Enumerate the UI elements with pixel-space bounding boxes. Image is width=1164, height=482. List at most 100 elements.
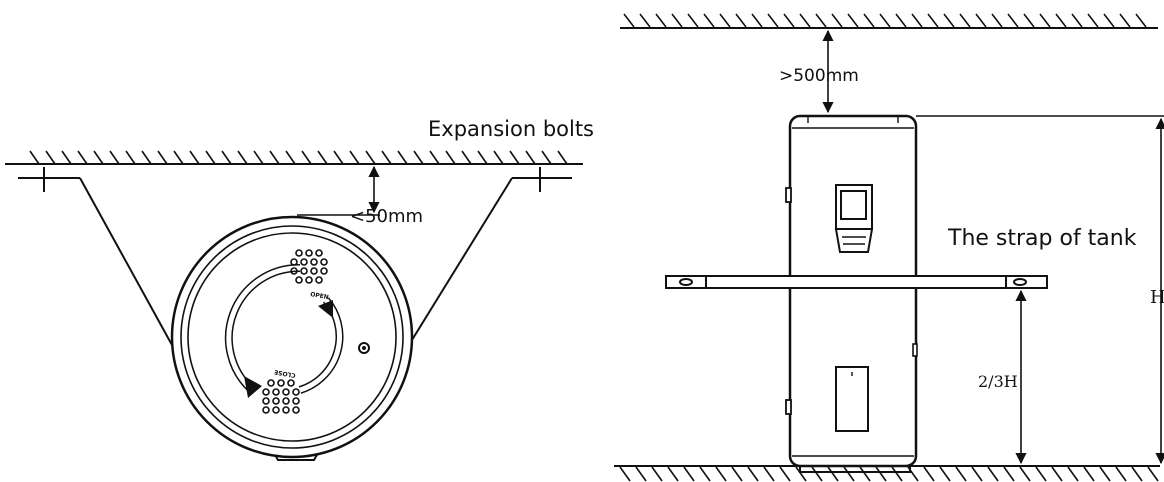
hatch-mark — [927, 13, 939, 28]
hatch-mark — [45, 150, 56, 165]
vent-hole — [272, 397, 280, 405]
hatch-mark — [141, 150, 152, 165]
hatch-mark — [1087, 13, 1099, 28]
vent-hole — [282, 397, 290, 405]
hatch-mark — [863, 13, 875, 28]
hatch-mark — [811, 466, 823, 482]
vent-hole — [310, 267, 318, 275]
hatch-mark — [639, 13, 651, 28]
hatch-mark — [125, 150, 136, 165]
hatch-mark — [237, 150, 248, 165]
hatch-mark — [349, 150, 360, 165]
hatch-mark — [301, 150, 312, 165]
hatch-mark — [413, 150, 424, 165]
hatch-mark — [847, 13, 859, 28]
vent-hole — [290, 258, 298, 266]
right-view: >500mm — [614, 13, 1164, 482]
hatch-mark — [667, 466, 679, 482]
hatch-mark — [365, 150, 376, 165]
hatch-mark — [779, 466, 791, 482]
hatch-mark — [683, 466, 695, 482]
hatch-mark — [1019, 466, 1031, 482]
hatch-mark — [1083, 466, 1095, 482]
clearance-label: <50mm — [350, 206, 423, 227]
hatch-mark — [29, 150, 40, 165]
vent-hole — [305, 276, 313, 284]
hatch-mark — [687, 13, 699, 28]
hatch-mark — [783, 13, 795, 28]
hatch-mark — [157, 150, 168, 165]
vent-hole — [292, 406, 300, 414]
right-ceiling — [620, 13, 1158, 29]
hatch-mark — [1039, 13, 1051, 28]
hatch-mark — [61, 150, 72, 165]
hatch-mark — [751, 13, 763, 28]
hatch-mark — [317, 150, 328, 165]
tank-close-label: CLOSE — [274, 368, 296, 379]
hatch-mark — [843, 466, 855, 482]
vent-hole — [315, 276, 323, 284]
vent-hole — [267, 379, 275, 387]
vent-hole — [287, 379, 295, 387]
hatch-mark — [1115, 466, 1127, 482]
vent-hole — [320, 267, 328, 275]
hatch-mark — [285, 150, 296, 165]
hatch-mark — [109, 150, 120, 165]
hatch-mark — [221, 150, 232, 165]
hatch-mark — [955, 466, 967, 482]
hatch-mark — [619, 466, 631, 482]
hatch-mark — [943, 13, 955, 28]
vent-hole — [272, 406, 280, 414]
hatch-mark — [731, 466, 743, 482]
hatch-mark — [875, 466, 887, 482]
vent-hole — [262, 397, 270, 405]
vent-hole — [300, 258, 308, 266]
hatch-mark — [429, 150, 440, 165]
tank-strap — [665, 275, 1048, 289]
hatch-mark — [987, 466, 999, 482]
vent-hole — [295, 276, 303, 284]
hatch-mark — [975, 13, 987, 28]
hatch-mark — [671, 13, 683, 28]
hatch-mark — [493, 150, 504, 165]
hatch-mark — [461, 150, 472, 165]
top-clearance-label: >500mm — [779, 66, 859, 86]
hatch-mark — [1055, 13, 1067, 28]
hatch-mark — [1007, 13, 1019, 28]
hatch-mark — [477, 150, 488, 165]
height-label: H — [1150, 287, 1164, 308]
hatch-mark — [1003, 466, 1015, 482]
hatch-mark — [859, 466, 871, 482]
hatch-mark — [1035, 466, 1047, 482]
hatch-mark — [1119, 13, 1131, 28]
hatch-mark — [1135, 13, 1147, 28]
hatch-mark — [253, 150, 264, 165]
hatch-mark — [1099, 466, 1111, 482]
hatch-mark — [173, 150, 184, 165]
tank-end-view — [170, 215, 414, 461]
hatch-mark — [895, 13, 907, 28]
hatch-mark — [939, 466, 951, 482]
tank-body — [785, 114, 918, 473]
hatch-mark — [333, 150, 344, 165]
hatch-mark — [397, 150, 408, 165]
strap-label: The strap of tank — [947, 226, 1137, 251]
hatch-mark — [959, 13, 971, 28]
hatch-mark — [923, 466, 935, 482]
hatch-mark — [827, 466, 839, 482]
clearance-dimension — [297, 165, 380, 216]
vent-hole — [277, 379, 285, 387]
left-ceiling — [5, 150, 583, 165]
hatch-mark — [525, 150, 536, 165]
hatch-mark — [911, 13, 923, 28]
vent-hole — [295, 249, 303, 257]
hatch-mark — [795, 466, 807, 482]
hatch-mark — [1131, 466, 1143, 482]
hatch-mark — [879, 13, 891, 28]
vent-hole — [272, 388, 280, 396]
hatch-mark — [1067, 466, 1079, 482]
hatch-mark — [651, 466, 663, 482]
hatch-mark — [509, 150, 520, 165]
strap-height-label: 2/3H — [978, 372, 1018, 391]
hatch-mark — [799, 13, 811, 28]
